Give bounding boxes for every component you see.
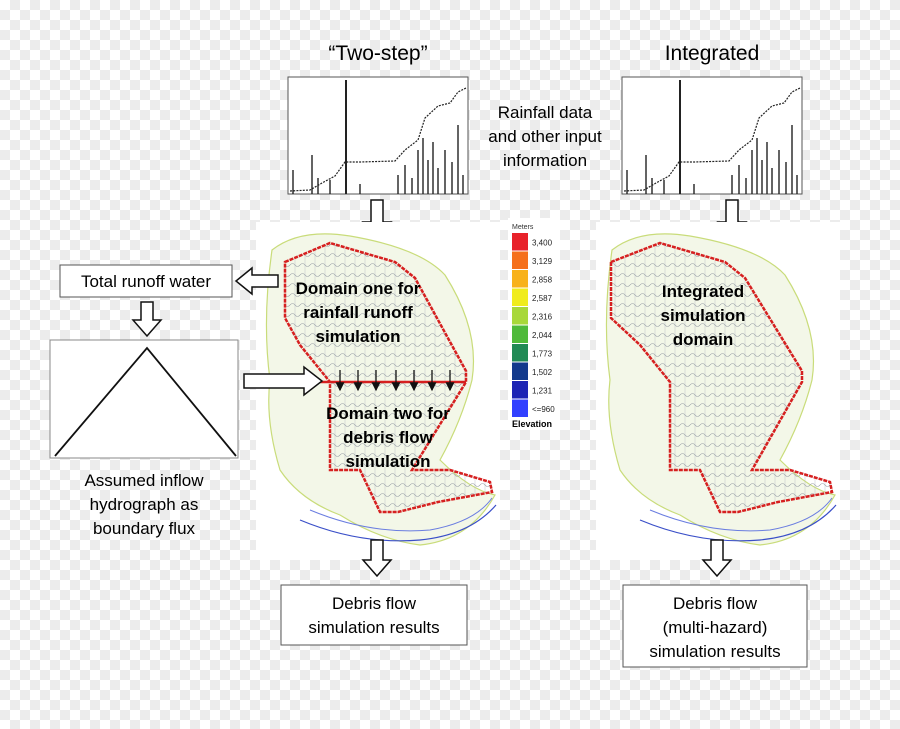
integrated-label-3: domain [673,330,733,349]
legend-swatch [512,362,528,380]
legend-swatch [512,233,528,251]
legend-label: 2,587 [532,294,553,303]
domain-one-label-3: simulation [315,327,400,346]
result-box-left [280,584,468,646]
domain-two-label-2: debris flow [343,428,434,447]
hydrograph-label-2: hydrograph as [90,495,199,514]
hydrograph-label-1: Assumed inflow [84,471,204,490]
rainfall-label-1: Rainfall data [498,103,593,122]
rainfall-chart-left [287,76,469,195]
result-right-label-2: (multi-hazard) [663,618,768,637]
integrated-label-1: Integrated [662,282,744,301]
total-runoff-label: Total runoff water [81,272,211,291]
result-right-label-1: Debris flow [673,594,758,613]
legend-swatch [512,251,528,269]
result-left-label-1: Debris flow [332,594,417,613]
heading-two-step: “Two-step” [328,42,427,65]
down-arrow-left-bottom [361,539,393,578]
rainfall-label-3: information [503,151,587,170]
total-runoff-box [59,264,233,298]
legend-label: 2,044 [532,331,553,340]
legend-label: 3,129 [532,257,553,266]
two-step-map [256,222,500,560]
legend-swatch [512,288,528,306]
domain-one-label-1: Domain one for [296,279,421,298]
rainfall-label-2: and other input [488,127,602,146]
hydrograph-label-3: boundary flux [93,519,196,538]
legend-swatch [512,381,528,399]
legend-label: <=960 [532,405,555,414]
legend-swatch [512,270,528,288]
domain-one-label-2: rainfall runoff [303,303,413,322]
legend-label: 1,502 [532,368,553,377]
right-arrow-hydrograph [243,365,324,397]
heading-integrated: Integrated [665,42,760,65]
legend-swatch [512,399,528,417]
left-arrow-runoff [234,266,279,296]
result-right-label-3: simulation results [649,642,780,661]
legend-label: 3,400 [532,238,553,247]
rainfall-chart-right [621,76,803,195]
legend-label: 2,858 [532,275,553,284]
down-arrow-runoff [131,301,163,338]
elevation-legend: Meters 3,400 3,129 2,858 2,587 2,316 2,044 1,7… [508,218,560,430]
integrated-label-2: simulation [660,306,745,325]
inflow-hydrograph [49,339,239,459]
domain-two-label-3: simulation [345,452,430,471]
domain-two-label-1: Domain two for [326,404,450,423]
legend-label: 2,316 [532,312,553,321]
integrated-map [596,222,840,560]
legend-swatch [512,307,528,325]
legend-title: Meters [512,224,534,231]
down-arrow-right-bottom [701,539,733,578]
legend-swatch [512,344,528,362]
legend-label: 1,231 [532,386,553,395]
legend-label: 1,773 [532,349,553,358]
result-box-right [622,584,808,668]
legend-swatch [512,325,528,343]
legend-footer: Elevation [512,419,552,429]
result-left-label-2: simulation results [308,618,439,637]
